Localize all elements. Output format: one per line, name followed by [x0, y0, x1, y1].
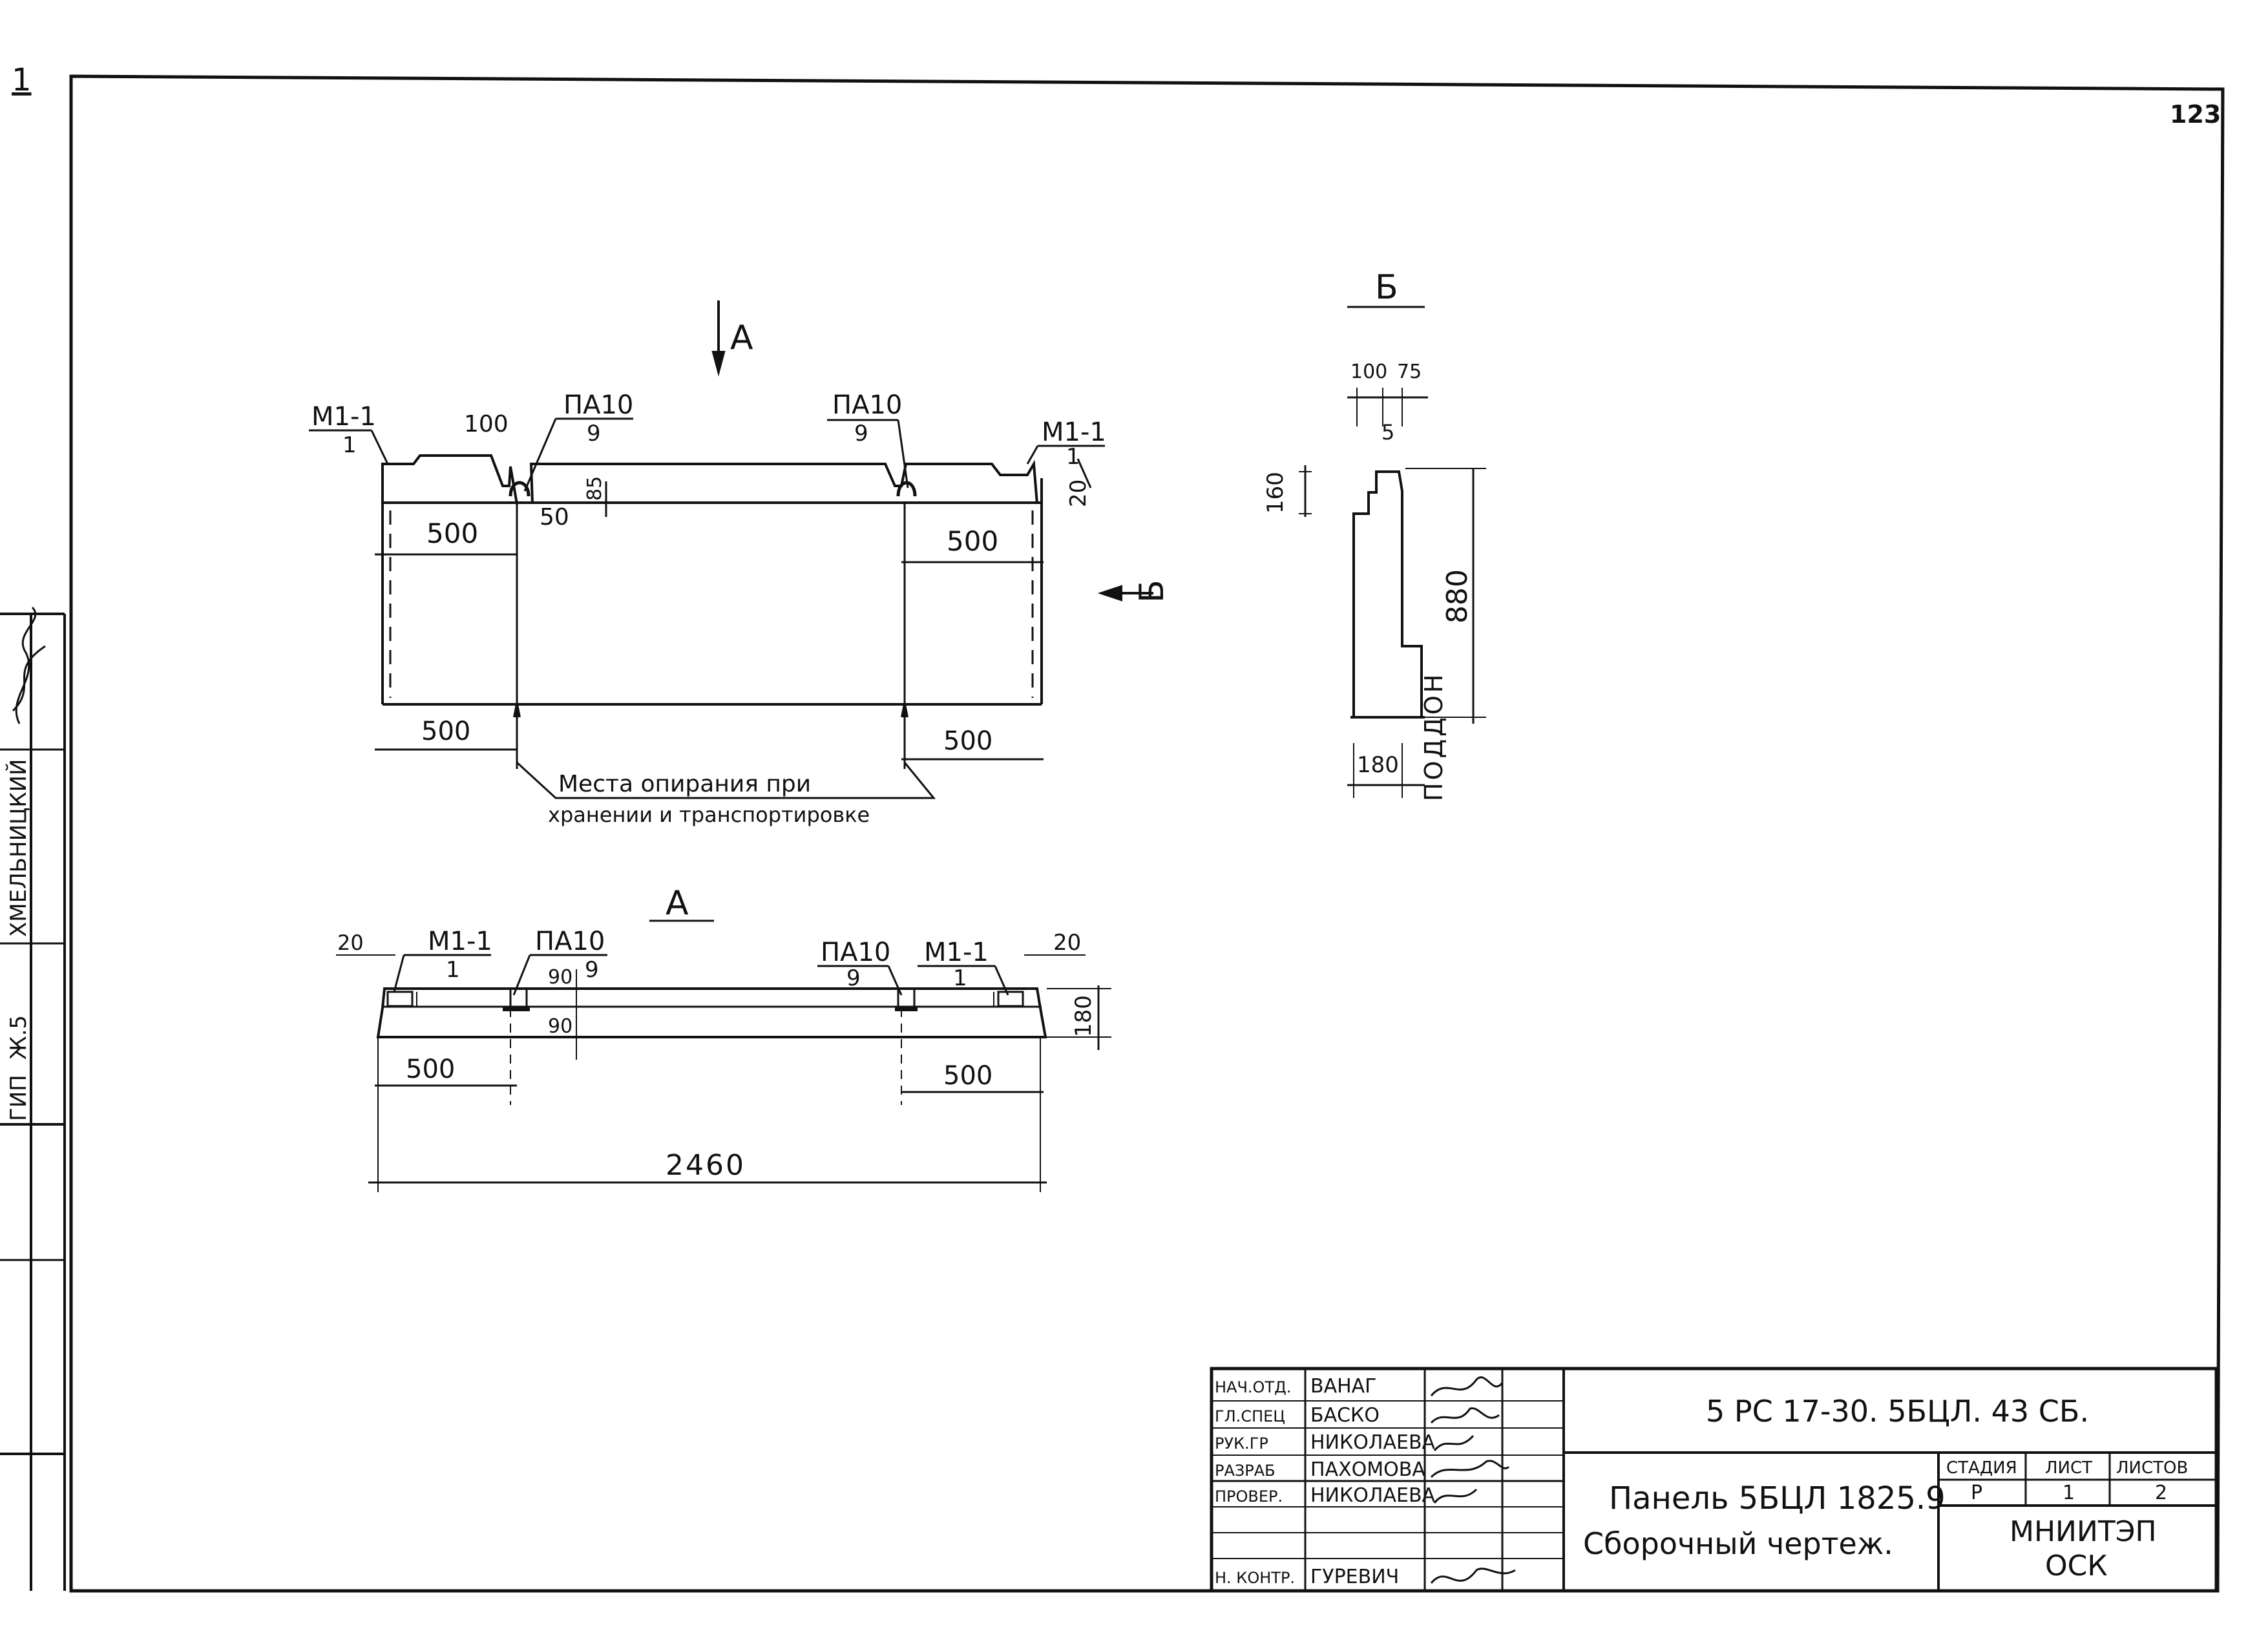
view-a-callout-pa-left-pos: 9	[585, 957, 599, 983]
org-line1: МНИИТЭП	[2010, 1515, 2157, 1548]
title-block-lines	[1210, 1367, 2218, 1593]
side-stamp: ГИП Ж.5 ХМЕЛЬНИЦКИЙ	[5, 606, 46, 1121]
view-a-callout-pa-left-mark: ПА10	[535, 927, 605, 956]
callout-left-pos: 1	[342, 432, 357, 458]
view-a-title: А	[666, 884, 689, 923]
view-b-profile	[1352, 470, 1423, 719]
sig-name-5: НИКОЛАЕВА	[1310, 1484, 1436, 1507]
view-a-dim-90-top: 90	[548, 966, 572, 989]
support-note-line1: Места опирания при	[558, 771, 811, 797]
view-a-dim-right-500: 500	[943, 1061, 992, 1091]
side-stamp-name: ХМЕЛЬНИЦКИЙ	[5, 759, 32, 937]
side-stamp-value: Ж.5	[6, 1015, 32, 1060]
view-b-labels: Б 100 75 5 160 880 180 ПОДДОН	[1263, 268, 1474, 801]
dim-bottom-left-500: 500	[421, 717, 470, 746]
dim-top-right-500: 500	[947, 525, 998, 557]
sig-role-4: РАЗРАБ	[1215, 1462, 1276, 1480]
view-a-callout-left-mark: М1-1	[428, 927, 492, 956]
view-b-dim-880: 880	[1441, 569, 1474, 624]
view-a-dim-90-bottom: 90	[548, 1015, 572, 1038]
corner-number: 1	[12, 62, 32, 98]
dim-top-left-500: 500	[426, 518, 478, 549]
sheets-value: 2	[2155, 1482, 2167, 1504]
sheets-header: ЛИСТОВ	[2116, 1458, 2188, 1478]
dim-20: 20	[1066, 479, 1091, 507]
sig-name-1: ВАНАГ	[1310, 1375, 1376, 1398]
sig-role-2: ГЛ.СПЕЦ	[1215, 1407, 1285, 1425]
view-a-dim-left-500: 500	[406, 1055, 455, 1084]
dim-85: 85	[583, 476, 606, 501]
section-arrow-b: Б	[1133, 580, 1171, 603]
product-title: Панель 5БЦЛ 1825.9	[1609, 1480, 1946, 1517]
sheet-header: ЛИСТ	[2045, 1458, 2092, 1478]
view-a-callout-left-pos: 1	[446, 957, 460, 983]
org-line2: ОСК	[2045, 1549, 2108, 1582]
panel-main-outline	[381, 454, 1038, 505]
support-note-line2: хранении и транспортировке	[548, 803, 870, 827]
sig-name-3: НИКОЛАЕВА	[1310, 1431, 1436, 1454]
signature-marks	[1430, 1376, 1516, 1584]
page-number: 123	[2170, 100, 2221, 129]
callout-right-pos: 1	[1066, 444, 1080, 470]
document-code: 5 РС 17-30. 5БЦЛ. 43 СБ.	[1706, 1394, 2089, 1429]
view-a-callout-right-pos: 1	[953, 965, 967, 991]
sheet-frame	[0, 74, 2225, 1593]
sheet-value: 1	[2063, 1482, 2075, 1504]
title-block-text: НАЧ.ОТД. ВАНАГ ГЛ.СПЕЦ БАСКО РУК.ГР НИКО…	[1215, 1375, 2188, 1588]
callout-pa-right-pos: 9	[854, 421, 868, 446]
view-b-dim-5: 5	[1381, 420, 1394, 445]
stage-value: Р	[1971, 1482, 1982, 1504]
view-a-dim-total: 2460	[666, 1149, 746, 1182]
sig-role-1: НАЧ.ОТД.	[1215, 1378, 1291, 1396]
view-a-dim-20-left: 20	[337, 930, 364, 955]
view-a-callout-pa-right-pos: 9	[846, 965, 861, 991]
stage-header: СТАДИЯ	[1946, 1458, 2017, 1478]
signature-mark	[12, 606, 46, 724]
callout-pa-right-mark: ПА10	[832, 390, 902, 420]
sig-name-4: ПАХОМОВА	[1310, 1458, 1425, 1481]
sig-role-7: Н. КОНТР.	[1215, 1569, 1295, 1587]
view-b-dim-100: 100	[1350, 361, 1387, 383]
view-b-dim-180: 180	[1357, 752, 1399, 778]
product-subtitle: Сборочный чертеж.	[1583, 1526, 1893, 1561]
callout-left-mark: М1-1	[311, 402, 376, 432]
dim-bottom-right-500: 500	[943, 726, 992, 756]
sig-role-5: ПРОВЕР.	[1215, 1487, 1283, 1506]
dim-50: 50	[540, 504, 569, 530]
section-arrow-a: А	[730, 319, 753, 357]
main-view-labels: А Б М1-1 1 М1-1 1 ПА10 9 ПА10 9 100 85 5…	[311, 319, 1171, 827]
view-b-title: Б	[1375, 268, 1398, 307]
view-a-callout-pa-right-mark: ПА10	[821, 938, 890, 967]
view-a-dim-180: 180	[1071, 995, 1097, 1037]
view-a-callout-right-mark: М1-1	[924, 938, 989, 967]
view-a	[336, 919, 1111, 1192]
sig-role-3: РУК.ГР	[1215, 1434, 1268, 1453]
callout-pa-left-pos: 9	[587, 421, 601, 446]
sig-name-2: БАСКО	[1310, 1404, 1380, 1427]
view-a-dim-20-right: 20	[1053, 930, 1081, 956]
view-b-pallet-label: ПОДДОН	[1420, 672, 1448, 801]
view-a-outline	[376, 987, 1047, 1038]
main-view	[309, 300, 1153, 799]
view-a-labels: А 20 20 М1-1 1 ПА10 9 ПА10 9 М1-1 1 90 9…	[337, 884, 1097, 1182]
view-b	[1299, 306, 1486, 798]
sig-name-7: ГУРЕВИЧ	[1310, 1566, 1399, 1588]
side-stamp-role: ГИП	[6, 1075, 32, 1121]
view-b-dim-160: 160	[1263, 472, 1288, 514]
view-b-dim-75: 75	[1397, 361, 1422, 383]
callout-right-mark: М1-1	[1042, 417, 1106, 447]
callout-pa-left-mark: ПА10	[563, 390, 633, 420]
dim-100: 100	[464, 411, 509, 437]
